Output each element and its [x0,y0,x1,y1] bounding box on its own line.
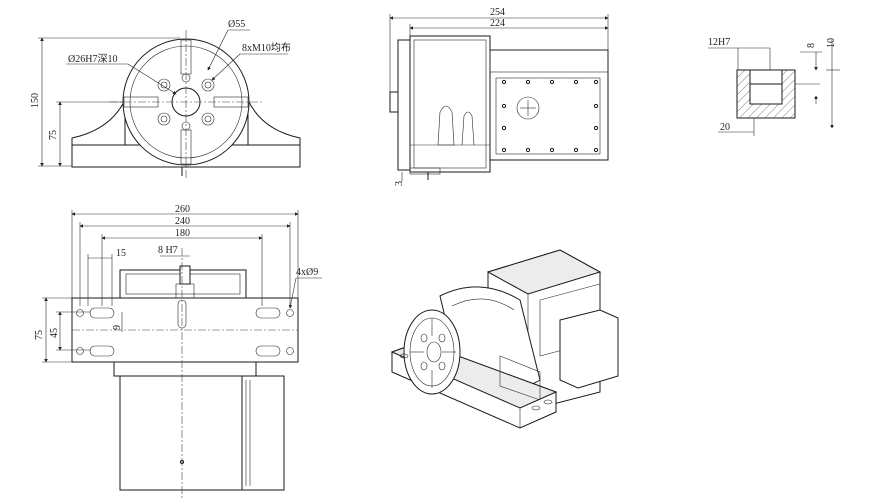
front-left-support [71,99,126,146]
top-view: 260 240 180 15 8 H7 4xØ9 75 45 9 [34,204,322,500]
side-view: 254 224 3 [389,7,609,186]
dim-bolt-pattern: 8xM10均布 [242,42,291,54]
front-view: Ø55 Ø26H7深10 8xM10均布 150 75 [30,19,301,178]
front-right-support [247,99,301,146]
side-faceplate [397,39,411,171]
dim-width-240: 240 [175,216,190,227]
isometric-view [390,249,619,429]
dim-d-9: 9 [112,325,123,330]
side-housing [409,35,491,173]
dim-slot-8h7: 8 H7 [158,245,178,256]
dim-height-150: 150 [30,93,41,108]
dim-width-180: 180 [175,228,190,239]
dim-h-45: 45 [49,328,60,338]
dim-width-260: 260 [175,204,190,215]
dim-d-15: 15 [116,248,126,259]
dim-length-254: 254 [490,7,505,18]
dim-h-75: 75 [34,330,45,340]
dim-slot-width: 12H7 [708,37,730,48]
dim-slot-depth-8: 8 [806,43,817,48]
slot-detail: 12H7 20 8 10 [708,37,840,136]
dim-height-75: 75 [48,130,59,140]
iso-faceplate [403,309,461,395]
dim-slot-base: 20 [720,122,730,133]
dim-dia-55: Ø55 [228,19,245,30]
side-gearbox [489,49,609,161]
dim-gap-3: 3 [394,181,405,186]
top-motor-body [119,375,243,491]
dim-slot-depth-10: 10 [826,38,837,48]
top-motor-side [241,375,285,491]
dim-bore: Ø26H7深10 [68,53,117,65]
dim-length-224: 224 [490,18,505,29]
dim-holes-4x9: 4xØ9 [296,267,318,278]
